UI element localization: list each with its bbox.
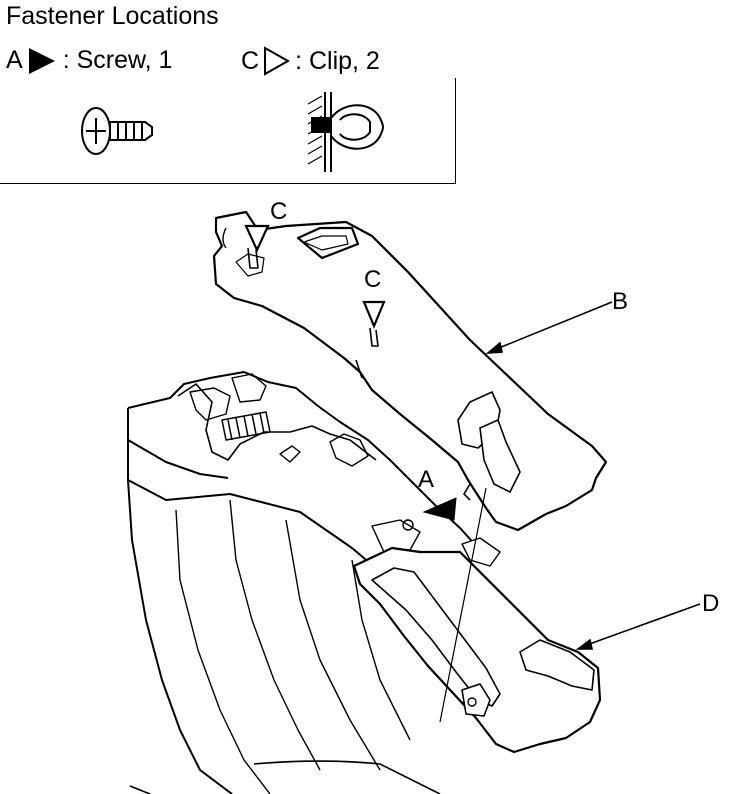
callout-c-lower: C (364, 266, 382, 293)
screw-marker (422, 497, 457, 521)
leader-lines (485, 301, 701, 650)
legend-clip: C : Clip, 2 (241, 46, 380, 76)
legend-clip-text: : Clip, 2 (295, 46, 380, 75)
legend-screw: A : Screw, 1 (6, 46, 172, 75)
seat-base (127, 371, 479, 794)
callout-a: A (418, 466, 435, 493)
screw-icon (81, 107, 153, 155)
clip-icon (307, 92, 384, 172)
callout-c-upper: C (270, 198, 288, 225)
legend-screw-letter: A (6, 46, 23, 74)
clip-marker-upper (244, 224, 270, 253)
callout-b: B (612, 288, 629, 315)
part-b-cover (212, 210, 608, 532)
page-title: Fastener Locations (6, 2, 219, 30)
part-d-cover (352, 537, 602, 754)
callout-d: D (702, 590, 720, 617)
open-triangle-icon (264, 46, 291, 76)
clip-marker-lower (362, 300, 386, 329)
filled-triangle-icon (28, 47, 55, 74)
legend-clip-letter: C (241, 46, 260, 75)
legend-screw-text: : Screw, 1 (62, 46, 173, 74)
legend-box (0, 78, 456, 184)
